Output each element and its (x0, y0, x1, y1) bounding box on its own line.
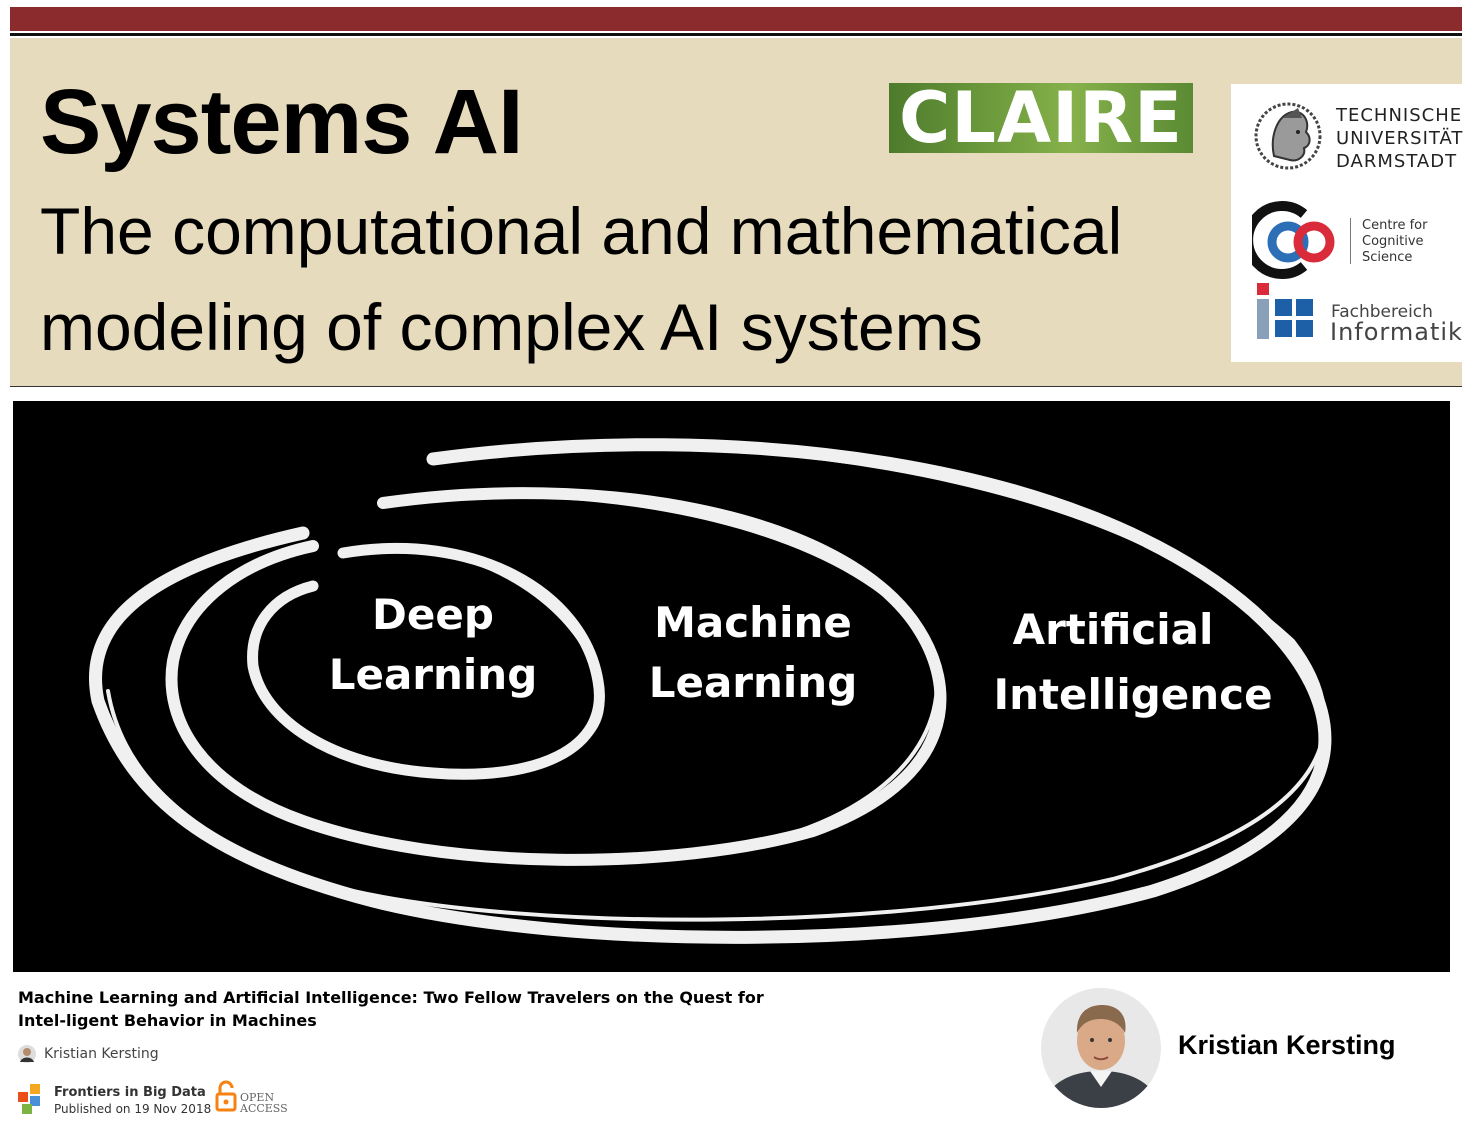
open-access-line-2: ACCESS (240, 1102, 288, 1115)
ccs-line-1: Centre for (1362, 218, 1428, 233)
tu-line-3: DARMSTADT (1336, 151, 1458, 172)
artificial-intelligence-label-line-1: Artificial (1013, 605, 1214, 654)
deep-learning-label-line-2: Learning (329, 650, 538, 699)
top-divider-line (10, 33, 1462, 36)
tu-darmstadt-wordmark: TECHNISCHE UNIVERSITÄT DARMSTADT (1336, 104, 1463, 173)
logo-divider (1350, 218, 1351, 264)
open-access-label: OPEN ACCESS (240, 1092, 288, 1114)
ccs-line-2: Cognitive (1362, 234, 1424, 249)
artificial-intelligence-label-line-2: Intelligence (993, 670, 1272, 719)
paper-author-name: Kristian Kersting (44, 1046, 159, 1062)
speaker-name: Kristian Kersting (1178, 1030, 1396, 1060)
dl-inner-ellipse (247, 543, 605, 780)
deep-learning-label-line-1: Deep (372, 590, 494, 639)
open-access-line-1: OPEN (240, 1091, 275, 1104)
claire-logo-text: CLAIRE (899, 77, 1183, 159)
slide-subtitle-line-1: The computational and mathematical (40, 194, 1123, 268)
author-avatar-icon (18, 1045, 36, 1063)
paper-author-row: Kristian Kersting (18, 1045, 159, 1063)
open-access-lock-icon (215, 1080, 237, 1112)
header-panel (10, 38, 1462, 387)
nested-concepts-diagram: Deep Learning Machine Learning Artificia… (13, 401, 1450, 972)
frontiers-journal-icon (18, 1084, 40, 1114)
ai-outer-ellipse-sketch (106, 443, 1327, 922)
slide-subtitle-line-2: modeling of complex AI systems (40, 290, 983, 364)
cognitive-science-wordmark: Centre for Cognitive Science (1362, 218, 1427, 266)
ccs-line-3: Science (1362, 250, 1413, 265)
top-accent-bar (10, 7, 1462, 31)
ml-middle-ellipse (165, 487, 947, 866)
ai-outer-ellipse (88, 438, 1332, 944)
informatik-label: Informatik (1330, 318, 1463, 346)
journal-name: Frontiers in Big Data (54, 1085, 206, 1100)
paper-title: Machine Learning and Artificial Intellig… (18, 988, 764, 1030)
slide-title: Systems AI (40, 71, 524, 173)
tu-line-1: TECHNISCHE (1336, 105, 1463, 126)
dl-inner-ellipse-sketch (391, 545, 605, 774)
publication-date: Published on 19 Nov 2018 (54, 1102, 212, 1116)
ml-middle-ellipse-sketch (281, 493, 939, 860)
athena-emblem-icon (1254, 102, 1322, 170)
machine-learning-label-line-2: Learning (649, 658, 858, 707)
fachbereich-label: Fachbereich (1331, 302, 1433, 322)
machine-learning-label-line-1: Machine (654, 598, 852, 647)
cognitive-science-logo-icon (1252, 201, 1335, 279)
claire-logo: CLAIRE (889, 77, 1193, 159)
tu-line-2: UNIVERSITÄT (1336, 128, 1464, 149)
informatik-logo-icon (1257, 283, 1313, 339)
tu-darmstadt-logo-box (1231, 84, 1476, 186)
diagram-canvas: Deep Learning Machine Learning Artificia… (88, 438, 1332, 944)
speaker-portrait (1041, 988, 1161, 1108)
